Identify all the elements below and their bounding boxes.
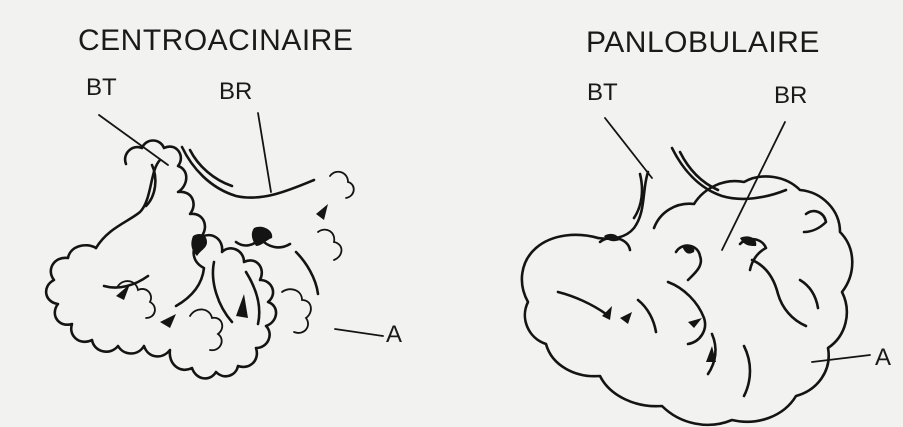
- panel-panlobulaire: PANLOBULAIRE BT BR A: [522, 26, 891, 425]
- inner-arc-6: [558, 292, 606, 314]
- dark-blob-5: [316, 204, 328, 220]
- bronchiole-wall-top: [182, 147, 314, 198]
- dark-blob-4: [236, 294, 248, 318]
- label-bt-right: BT: [587, 79, 618, 106]
- label-a-left: A: [386, 321, 402, 348]
- panel-centroacinaire: CENTROACINAIRE BT BR A: [46, 24, 402, 378]
- label-bt-left: BT: [86, 74, 117, 101]
- leader-line-br-right: [722, 122, 785, 250]
- branch-left-4: [246, 272, 259, 324]
- panel-title-panlobulaire: PANLOBULAIRE: [586, 26, 820, 59]
- leader-line-br-left: [258, 113, 271, 192]
- dark-blob-6: [160, 314, 176, 328]
- dark-blob-8: [620, 312, 632, 324]
- inner-arc-10: [804, 211, 826, 232]
- acinus-inner-3: [282, 289, 311, 333]
- branch-left-3: [213, 262, 232, 322]
- label-br-left: BR: [219, 78, 252, 105]
- inner-arc-4: [752, 260, 806, 326]
- inner-arc-9: [744, 346, 750, 396]
- dark-blob-12: [604, 234, 620, 241]
- leader-line-bt-right: [605, 118, 652, 178]
- leader-line-a-right: [812, 355, 870, 362]
- branch-left-6: [296, 252, 318, 294]
- inner-arc-7: [638, 300, 656, 332]
- acinus-inner-5: [330, 172, 354, 198]
- acini-outline-left: [46, 141, 276, 379]
- acinus-inner-2: [190, 309, 222, 350]
- acinus-inner-4: [318, 230, 342, 260]
- leader-line-a-left: [335, 329, 383, 336]
- label-a-right: A: [875, 344, 891, 371]
- dark-blob-2: [252, 227, 272, 246]
- dark-blob-11: [688, 318, 702, 328]
- inner-arc-5: [668, 282, 705, 344]
- lobule-outline-right: [522, 176, 852, 424]
- inner-arc-11: [800, 280, 818, 308]
- panel-title-centroacinaire: CENTROACINAIRE: [78, 24, 353, 57]
- bronchiole-wall-left: [96, 160, 160, 248]
- label-br-right: BR: [774, 82, 807, 109]
